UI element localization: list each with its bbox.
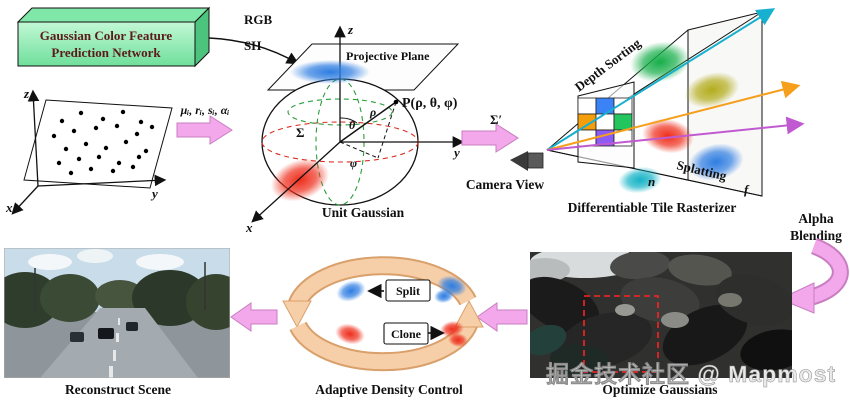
optimize-gaussians-image (530, 252, 792, 378)
splatted-gaussians (618, 41, 744, 194)
watermark: 掘金技术社区 @ Mapmost (546, 361, 836, 387)
split-label: Split (396, 284, 420, 298)
unit-gaussian-caption: Unit Gaussian (322, 205, 405, 220)
ray-cyan (546, 8, 776, 151)
rho-label: ρ (369, 105, 376, 119)
network-box-line2: Prediction Network (51, 45, 161, 60)
point-cloud-dots (51, 109, 155, 176)
sigma-label: Σ (296, 125, 305, 140)
sigma-prime-label: Σ′ (490, 112, 502, 127)
flow-arrow-4 (230, 302, 278, 332)
unit-gaussian-diagram: z y x θ ρ φ Σ P(ρ, θ, φ) Unit Gaussian (245, 22, 465, 235)
rgb-label: RGB (244, 12, 273, 27)
projective-plane-label: Projective Plane (346, 49, 430, 63)
ug-y-label: y (452, 145, 460, 160)
adaptive-density-control: Split Clone (282, 256, 484, 372)
tile-rasterizer: Depth Sorting Splatting n f Differentiab… (546, 8, 805, 215)
adaptive-caption: Adaptive Density Control (315, 382, 463, 397)
optimize-caption: Optimize Gaussians (602, 382, 717, 397)
camera-view-label: Camera View (466, 177, 545, 192)
alpha-blending-line1: Alpha (798, 211, 834, 226)
prediction-network-box: Gaussian Color Feature Prediction Networ… (16, 6, 211, 68)
gaussian-params-label: μᵢ, rᵢ, sᵢ, αᵢ (180, 103, 230, 117)
alpha-blending-arrow (778, 238, 849, 314)
tile-grid (577, 97, 633, 147)
rasterizer-caption: Differentiable Tile Rasterizer (568, 200, 737, 215)
ug-x-label: x (245, 220, 253, 235)
camera-icon (510, 151, 544, 171)
point-p-label: P(ρ, θ, φ) (402, 96, 458, 111)
pc-z-label: z (23, 86, 30, 101)
theta-label: θ (349, 118, 356, 132)
ug-z-label: z (347, 22, 354, 37)
ray-magenta (546, 116, 805, 151)
phi-label: φ (350, 156, 357, 170)
sh-label: SH (244, 38, 261, 53)
network-to-plane-arrow (208, 37, 300, 65)
reconstruct-caption: Reconstruct Scene (65, 382, 171, 397)
point-cloud: z y x (5, 86, 173, 215)
ray-orange (546, 80, 801, 151)
reconstruct-scene-image (4, 248, 230, 378)
flow-arrow-3 (476, 302, 528, 332)
pc-y-label: y (150, 186, 158, 201)
projected-gaussian-blue (290, 60, 370, 84)
network-box-line1: Gaussian Color Feature (40, 28, 173, 43)
flow-arrow-1 (176, 115, 233, 145)
flow-arrow-2 (461, 123, 519, 153)
near-plane-label: n (648, 174, 655, 189)
pc-x-label: x (5, 200, 13, 215)
clone-label: Clone (391, 327, 422, 341)
far-plane-label: f (744, 182, 750, 197)
optimization-focus-box (583, 295, 659, 373)
alpha-blending-line2: Blending (790, 228, 842, 243)
